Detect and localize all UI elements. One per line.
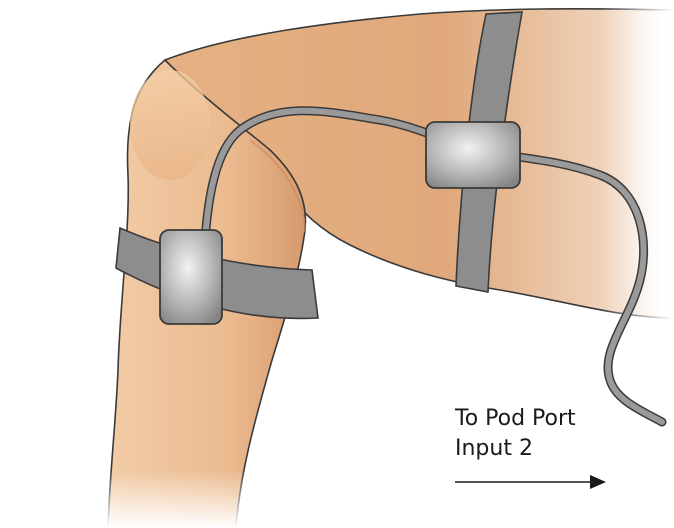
port-label-line2: Input 2 [455,434,576,464]
kneecap [130,70,210,180]
right-arrow-icon [455,475,606,489]
port-label: To Pod Port Input 2 [455,404,576,464]
shin-electrode-pad [160,230,222,324]
port-label-line1: To Pod Port [455,404,576,434]
thigh-electrode-pad [426,122,520,188]
